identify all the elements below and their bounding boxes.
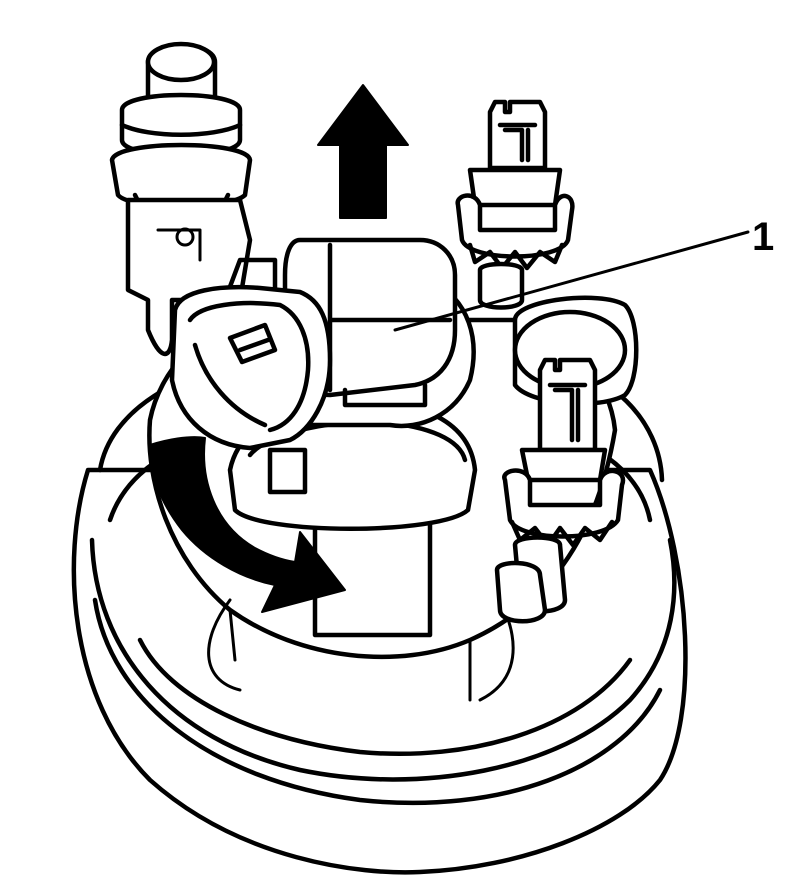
callout-label: 1 bbox=[752, 215, 774, 259]
upper-connector bbox=[455, 99, 575, 310]
harness-connector bbox=[169, 237, 478, 531]
callout-leader-line bbox=[393, 230, 750, 332]
lower-connector bbox=[494, 295, 639, 624]
rotate-arrow bbox=[148, 436, 346, 613]
pull-up-arrow bbox=[317, 84, 409, 219]
pressure-sensor bbox=[109, 41, 278, 356]
callout-1: 1 bbox=[393, 215, 774, 332]
